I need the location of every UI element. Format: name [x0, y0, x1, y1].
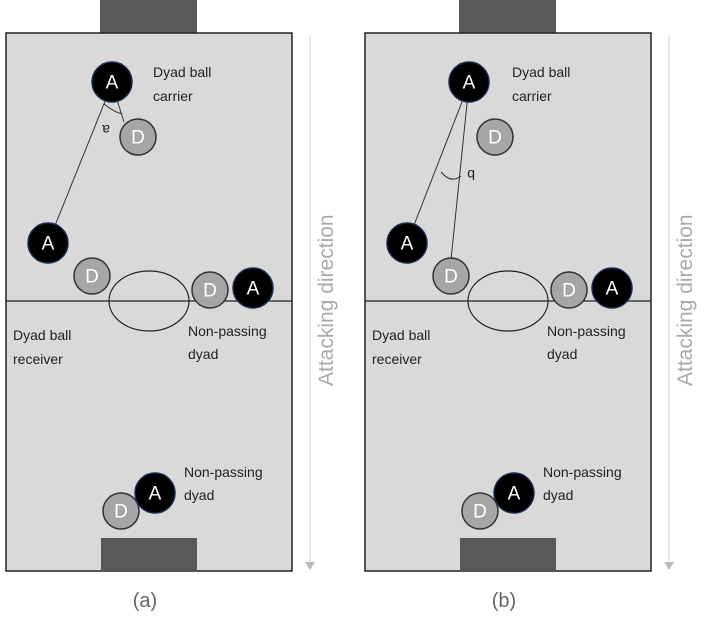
carrier-attacker-letter: A	[463, 73, 476, 94]
mid-attacker-circle	[232, 267, 274, 309]
bottom-defender-letter: D	[473, 502, 487, 523]
attacking-direction-label: Attacking direction	[674, 214, 697, 386]
receiver-defender-letter: D	[444, 267, 458, 288]
receiver-label-line1: Dyad ball	[13, 327, 71, 343]
receiver-label-line1: Dyad ball	[372, 327, 430, 343]
carrier-attacker-circle	[91, 61, 133, 103]
receiver-attacker-circle	[27, 222, 69, 264]
bottom-attacker-letter: A	[508, 484, 521, 505]
carrier-attacker-letter: A	[106, 73, 119, 94]
receiver-defender-circle	[432, 257, 470, 295]
non-passing-mid-label-line2: dyad	[188, 346, 218, 362]
receiver-attacker-letter: A	[401, 234, 414, 255]
non-passing-mid-label-line2: dyad	[547, 346, 577, 362]
mid-defender-letter: D	[203, 281, 217, 302]
carrier-defender-circle	[476, 118, 514, 156]
non-passing-mid-label-line1: Non-passing	[547, 323, 626, 339]
bottom-goal	[101, 538, 197, 570]
mid-defender-circle	[550, 271, 588, 309]
attacking-direction-label: Attacking direction	[315, 214, 338, 386]
bottom-attacker-letter: A	[149, 484, 162, 505]
non-passing-bottom-label-line1: Non-passing	[543, 464, 622, 480]
angle-arc	[103, 103, 123, 115]
carrier-defender-circle	[119, 118, 157, 156]
bottom-attacker-circle	[134, 472, 176, 514]
pass-line-attacker	[408, 83, 470, 239]
receiver-defender-letter: D	[85, 267, 99, 288]
angle-arc	[440, 171, 462, 180]
carrier-label-line1: Dyad ball	[153, 64, 211, 80]
angle-label: a	[102, 122, 110, 138]
panel-caption: (b)	[492, 590, 516, 612]
receiver-defender-circle	[73, 257, 111, 295]
non-passing-bottom-label-line1: Non-passing	[184, 464, 263, 480]
carrier-attacker-circle	[448, 61, 490, 103]
bottom-defender-circle	[102, 492, 140, 530]
non-passing-bottom-label-line2: dyad	[543, 487, 573, 503]
panel-caption: (a)	[133, 590, 157, 612]
receiver-attacker-circle	[386, 222, 428, 264]
mid-defender-circle	[191, 271, 229, 309]
top-goal	[459, 0, 556, 34]
receiver-label-line2: receiver	[372, 351, 422, 367]
arrow-down-icon	[305, 562, 315, 570]
bottom-goal	[460, 538, 556, 570]
carrier-label-line1: Dyad ball	[512, 64, 570, 80]
center-circle	[108, 270, 190, 332]
carrier-label-line2: carrier	[153, 88, 193, 104]
pass-line	[49, 83, 113, 239]
mid-attacker-letter: A	[247, 279, 260, 300]
non-passing-mid-label-line1: Non-passing	[188, 323, 267, 339]
center-circle	[467, 270, 549, 332]
mid-defender-letter: D	[562, 281, 576, 302]
mid-attacker-circle	[591, 267, 633, 309]
mid-attacker-letter: A	[606, 279, 619, 300]
bottom-defender-circle	[461, 492, 499, 530]
receiver-label-line2: receiver	[13, 351, 63, 367]
receiver-attacker-letter: A	[42, 234, 55, 255]
arrow-down-icon	[664, 562, 674, 570]
bottom-defender-letter: D	[114, 502, 128, 523]
carrier-label-line2: carrier	[512, 88, 552, 104]
angle-label: b	[467, 167, 475, 183]
non-passing-bottom-label-line2: dyad	[184, 487, 214, 503]
pass-line-defender	[450, 83, 470, 261]
top-goal	[100, 0, 197, 34]
carrier-defender-letter: D	[488, 128, 502, 149]
bottom-attacker-circle	[493, 472, 535, 514]
carrier-defender-letter: D	[131, 128, 145, 149]
